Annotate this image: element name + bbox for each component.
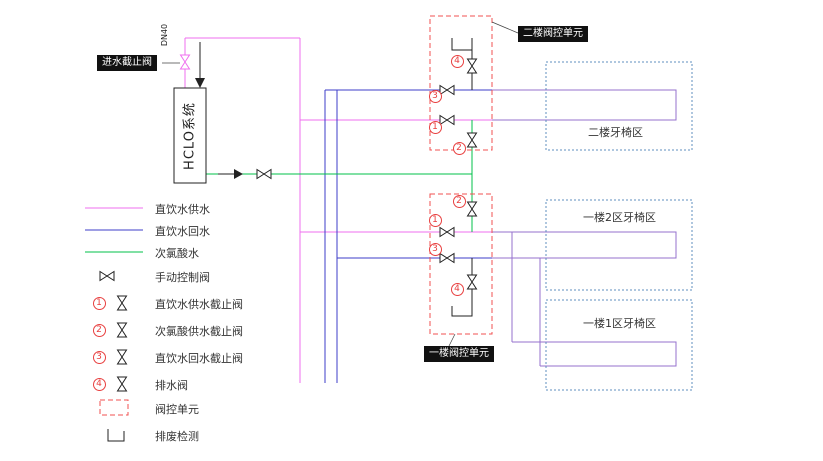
hclo-system-label: HCLO系统	[182, 102, 198, 170]
leader-line-2f-label	[491, 21, 519, 34]
valve-num-3-2f: 3	[428, 89, 442, 103]
valve-num-2-1f: 2	[452, 194, 466, 208]
legend-item-label: 排水阀	[155, 379, 188, 392]
legend-valve-num-1: 1	[92, 296, 106, 310]
valve-unit-1f-box	[429, 193, 493, 335]
pipe-size-label: DN40	[160, 23, 169, 47]
valve-num-4-2f: 4	[450, 54, 464, 68]
valve-num-1-1f: 1	[428, 213, 442, 227]
valve-3-2f-icon	[439, 84, 455, 96]
valve-num-3-1f: 3	[428, 242, 442, 256]
legend-item-label: 直饮水回水截止阀	[155, 352, 243, 365]
legend-item-label: 阀控单元	[155, 403, 199, 416]
valve-4-2f-icon	[466, 58, 478, 74]
chair-area-1f-zone1-box	[545, 299, 693, 391]
chair-area-2f-box	[545, 61, 693, 151]
leader-line-1f-label	[448, 333, 456, 347]
legend-item-label: 直饮水回水	[155, 225, 210, 238]
hclo-system-box	[173, 87, 207, 184]
flow-arrow-right-icon	[234, 169, 243, 179]
inlet-valve-label: 进水截止阀	[97, 55, 157, 71]
valve-num-4-1f: 4	[450, 282, 464, 296]
legend-item-label: 手动控制阀	[155, 271, 210, 284]
valve-1-1f-icon	[439, 226, 455, 238]
valve-2-1f-icon	[466, 201, 478, 217]
valve-unit-2f-label: 二楼阀控单元	[518, 26, 588, 42]
chair-loop-pipes	[492, 89, 677, 367]
valve-1-2f-icon	[439, 114, 455, 126]
chair-area-1f-zone1-label: 一楼1区牙椅区	[583, 317, 656, 330]
legend-item-label: 次氯酸供水截止阀	[155, 325, 243, 338]
chair-area-1f-zone2-box	[545, 199, 693, 291]
legend-valve-1-icon	[116, 295, 128, 311]
legend-item-label: 排废检测	[155, 430, 199, 443]
chair-area-2f-label: 二楼牙椅区	[588, 126, 643, 139]
valve-unit-1f-label: 一楼阀控单元	[424, 346, 494, 362]
drain-bracket-2f-icon	[451, 38, 473, 51]
manual-control-valve-icon	[256, 168, 272, 180]
legend-valve-unit-box-icon	[99, 399, 129, 416]
inlet-stop-valve-icon	[179, 54, 191, 70]
valve-2-2f-icon	[466, 132, 478, 148]
legend-item-label: 次氯酸水	[155, 247, 199, 260]
legend-valve-num-3: 3	[92, 350, 106, 364]
legend-valve-4-icon	[116, 376, 128, 392]
valve-3-1f-icon	[439, 252, 455, 264]
legend-valve-num-4: 4	[92, 377, 106, 391]
drain-bracket-1f-icon	[451, 306, 473, 317]
legend-item-label: 直饮水供水	[155, 203, 210, 216]
legend-item-label: 直饮水供水截止阀	[155, 298, 243, 311]
legend-valve-2-icon	[116, 322, 128, 338]
valve-4-1f-icon	[466, 274, 478, 290]
legend-valve-num-2: 2	[92, 323, 106, 337]
valve-num-1-2f: 1	[428, 120, 442, 134]
chair-area-1f-zone2-label: 一楼2区牙椅区	[583, 211, 656, 224]
legend-valve-3-icon	[116, 349, 128, 365]
return-pipes	[324, 89, 492, 383]
legend-manual-valve-icon	[99, 270, 115, 282]
legend-drain-detect-icon	[107, 429, 125, 442]
flow-arrow-down-icon	[195, 78, 205, 88]
valve-num-2-2f: 2	[452, 141, 466, 155]
